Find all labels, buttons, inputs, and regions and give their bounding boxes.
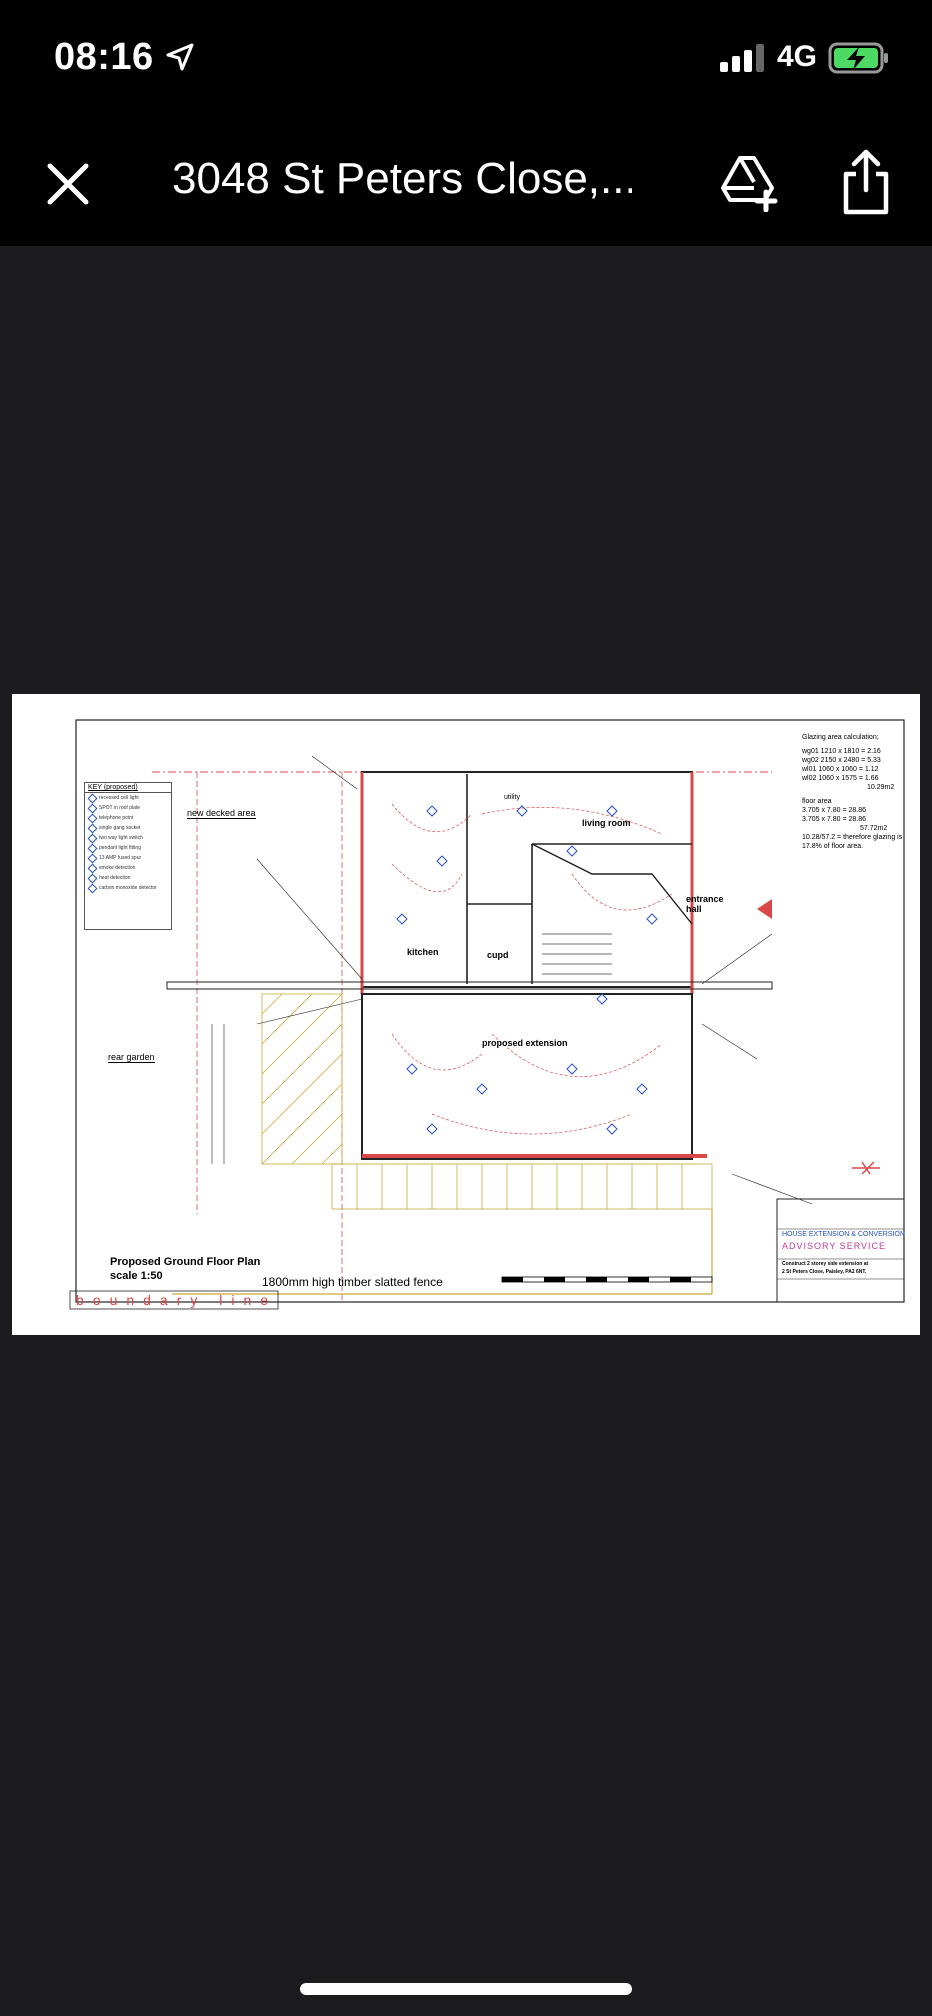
legend-item: single gang socket [85, 823, 171, 833]
room-label-living: living room [582, 818, 631, 828]
viewer-toolbar: 3048 St Peters Close,... [0, 120, 932, 246]
battery-charging-icon [828, 42, 888, 74]
home-indicator[interactable] [300, 1983, 632, 1995]
room-label-garden: rear garden [108, 1052, 155, 1063]
add-to-drive-icon[interactable] [720, 152, 780, 212]
title-block-address: 2 St Peters Close, Paisley, PA2 6NT. [782, 1269, 867, 1275]
room-label-extension: proposed extension [482, 1038, 568, 1048]
legend-item: pendant light fitting [85, 843, 171, 853]
signal-bars-icon [720, 44, 764, 72]
room-label-cupd: cupd [487, 950, 509, 960]
legend-box: KEY (proposed) recessed ceil light SPOT … [84, 782, 172, 930]
legend-item: telephone point [85, 813, 171, 823]
document-title: 3048 St Peters Close,... [172, 154, 632, 203]
share-icon[interactable] [838, 148, 894, 216]
glazing-line-2: wg02 2150 x 2480 = 5.33 [802, 757, 881, 764]
floor-area-title: floor area [802, 798, 832, 805]
plan-scale: scale 1:50 [110, 1270, 163, 1282]
glazing-total: 10.29m2 [867, 784, 895, 791]
legend-item: 13 AMP fused spur [85, 853, 171, 863]
boundary-label: boundary line [76, 1292, 278, 1308]
legend-title: KEY (proposed) [85, 783, 171, 793]
legend-item: recessed ceil light [85, 793, 171, 803]
room-label-utility: utility [504, 794, 520, 801]
legend-item: SPOT in roof plate [85, 803, 171, 813]
legend-item: smoke detection [85, 863, 171, 873]
floor-area-line-2: 3.705 x 7.80 = 28.86 [802, 816, 867, 823]
title-block-company-2: ADVISORY SERVICE [782, 1241, 887, 1251]
glazing-title: Glazing area calculation; [802, 734, 879, 741]
glazing-line-4: wl02 1060 x 1575 = 1.66 [802, 775, 879, 782]
title-block-company-1: HOUSE EXTENSION & CONVERSION [782, 1231, 905, 1238]
floor-area-total: 57.72m2 [860, 825, 888, 832]
room-label-deck: new decked area [187, 808, 256, 819]
floor-area-line-5: 17.8% of floor area. [802, 843, 864, 850]
network-type: 4G [777, 40, 818, 73]
floor-area-line-4: 10.28/57.2 = therefore glazing is [802, 834, 903, 841]
floor-area-line-1: 3.705 x 7.80 = 28.86 [802, 807, 867, 814]
plan-title: Proposed Ground Floor Plan [110, 1256, 261, 1268]
fence-note: 1800mm high timber slatted fence [262, 1275, 443, 1289]
legend-item: carbon monoxide detector [85, 883, 171, 893]
room-label-kitchen: kitchen [407, 947, 439, 957]
status-time: 08:16 [54, 36, 154, 78]
room-label-entrance: entrance hall [686, 894, 724, 914]
floor-plan-page[interactable]: Glazing area calculation; wg01 1210 x 18… [12, 694, 920, 1335]
legend-item: two way light switch [85, 833, 171, 843]
title-block-project: Construct 2 storey side extension at [782, 1261, 869, 1267]
status-bar: 08:16 4G [0, 0, 932, 120]
location-arrow-icon [166, 43, 194, 71]
glazing-line-3: wl01 1060 x 1060 = 1.12 [802, 766, 879, 773]
glazing-line-1: wg01 1210 x 1810 = 2.16 [802, 748, 881, 755]
close-icon[interactable] [40, 156, 96, 212]
legend-item: heat detection [85, 873, 171, 883]
floor-plan-drawing [69, 719, 905, 1310]
